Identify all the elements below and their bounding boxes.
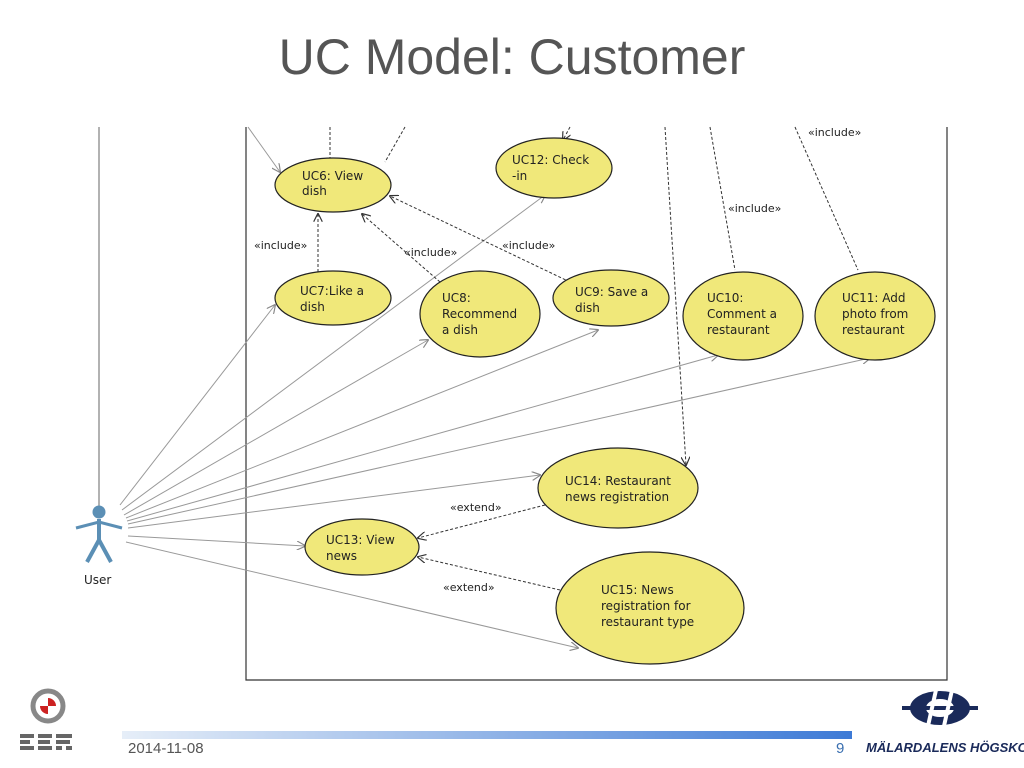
svg-text:registration for: registration for	[601, 599, 691, 613]
svg-text:UC10:: UC10:	[707, 291, 743, 305]
dep-top-2	[384, 126, 406, 163]
dep-uc8-uc6	[362, 214, 441, 283]
footer-bar	[122, 731, 852, 739]
svg-text:UC9: Save a: UC9: Save a	[575, 285, 648, 299]
uc12-line-2: -in	[512, 169, 527, 183]
assoc-uc8	[123, 340, 428, 516]
uc14-line-2: news registration	[565, 490, 669, 504]
uc12-line-1: UC12: Check	[512, 153, 589, 167]
association-lines	[119, 126, 870, 648]
uc10-line-2: Comment a	[707, 307, 777, 321]
assoc-uc11	[127, 358, 870, 525]
use-case-uc7[interactable]: UC7:Like a dish	[274, 270, 392, 326]
assoc-uc6-top	[247, 126, 280, 172]
uc15-line-2: registration for	[601, 599, 691, 613]
page-number: 9	[836, 740, 845, 757]
svg-text:UC11: Add: UC11: Add	[842, 291, 906, 305]
include-label-uc9: «include»	[502, 239, 555, 252]
mdh-logo-icon	[902, 689, 978, 727]
assoc-uc13	[127, 535, 305, 546]
uc9-line-1: UC9: Save a	[575, 285, 648, 299]
mdh-logo-text: MÄLARDALENS HÖGSKOLA	[866, 740, 1024, 755]
uc11-line-3: restaurant	[842, 323, 905, 337]
assoc-uc12	[121, 195, 545, 511]
extend-label-uc15: «extend»	[443, 581, 495, 594]
svg-text:UC14: Restaurant: UC14: Restaurant	[565, 474, 671, 488]
svg-text:UC6: View: UC6: View	[302, 169, 363, 183]
system-boundary	[245, 127, 948, 681]
uc7-line-1: UC7:Like a	[300, 284, 364, 298]
dep-top-uc14	[664, 126, 686, 465]
svg-text:news registration: news registration	[565, 490, 669, 504]
dep-top-uc10	[709, 126, 736, 271]
svg-text:Recommend: Recommend	[442, 307, 517, 321]
svg-text:dish: dish	[302, 184, 327, 198]
uc15-line-1: UC15: News	[601, 583, 674, 597]
svg-text:dish: dish	[575, 301, 600, 315]
fer-logo	[20, 688, 72, 750]
assoc-uc14	[127, 475, 540, 529]
uc6-line-1: UC6: View	[302, 169, 363, 183]
user-actor-icon	[75, 505, 123, 563]
use-case-uc14[interactable]: UC14: Restaurant news registration	[537, 447, 699, 529]
assoc-uc10	[126, 355, 718, 522]
svg-text:news: news	[326, 549, 357, 563]
extend-label-uc14: «extend»	[450, 501, 502, 514]
uc8-line-1: UC8:	[442, 291, 471, 305]
svg-text:UC12: Check: UC12: Check	[512, 153, 589, 167]
uc14-line-1: UC14: Restaurant	[565, 474, 671, 488]
include-label-uc7: «include»	[254, 239, 307, 252]
dep-uc15-uc13	[418, 557, 561, 591]
include-label-uc8: «include»	[404, 246, 457, 259]
include-label-uc10: «include»	[728, 202, 781, 215]
uc13-line-1: UC13: View	[326, 533, 395, 547]
dep-uc14-uc13	[418, 504, 546, 538]
slide-title: UC Model: Customer	[278, 29, 746, 85]
svg-text:UC13: View: UC13: View	[326, 533, 395, 547]
assoc-uc7	[119, 305, 275, 506]
assoc-uc9	[125, 330, 598, 519]
use-case-uc13[interactable]: UC13: View news	[304, 518, 420, 576]
svg-text:Comment a: Comment a	[707, 307, 777, 321]
uc7-line-2: dish	[300, 300, 325, 314]
uc11-line-1: UC11: Add	[842, 291, 906, 305]
include-label-top: «include»	[808, 126, 861, 139]
uc15-line-3: restaurant type	[601, 615, 694, 629]
dep-uc9-uc6	[390, 196, 571, 283]
svg-text:UC15: News: UC15: News	[601, 583, 674, 597]
uc8-line-3: a dish	[442, 323, 478, 337]
svg-text:dish: dish	[300, 300, 325, 314]
svg-text:restaurant: restaurant	[707, 323, 770, 337]
uc10-line-3: restaurant	[707, 323, 770, 337]
svg-text:a dish: a dish	[442, 323, 478, 337]
uc11-line-2: photo from	[842, 307, 908, 321]
svg-text:-in: -in	[512, 169, 527, 183]
uc9-line-2: dish	[575, 301, 600, 315]
svg-text:photo from: photo from	[842, 307, 908, 321]
dep-top-uc11	[794, 126, 859, 271]
svg-text:UC8:: UC8:	[442, 291, 471, 305]
use-case-uc8[interactable]: UC8: Recommend a dish	[419, 270, 541, 358]
uc10-line-1: UC10:	[707, 291, 743, 305]
actor-label: User	[84, 573, 111, 587]
use-case-uc9[interactable]: UC9: Save a dish	[552, 269, 670, 327]
svg-text:restaurant type: restaurant type	[601, 615, 694, 629]
uc6-line-2: dish	[302, 184, 327, 198]
svg-text:UC7:Like a: UC7:Like a	[300, 284, 364, 298]
use-case-uc15[interactable]: UC15: News registration for restaurant t…	[555, 551, 745, 665]
use-case-uc10[interactable]: UC10: Comment a restaurant	[682, 271, 804, 361]
uc13-line-2: news	[326, 549, 357, 563]
assoc-uc15	[125, 541, 578, 648]
actor-user[interactable]: User	[75, 505, 123, 587]
svg-text:restaurant: restaurant	[842, 323, 905, 337]
use-case-uc6[interactable]: UC6: View dish	[274, 157, 392, 213]
uc8-line-2: Recommend	[442, 307, 517, 321]
use-case-uc12[interactable]: UC12: Check -in	[495, 137, 613, 199]
footer-date: 2014-11-08	[128, 740, 204, 757]
use-case-uc11[interactable]: UC11: Add photo from restaurant	[814, 271, 936, 361]
